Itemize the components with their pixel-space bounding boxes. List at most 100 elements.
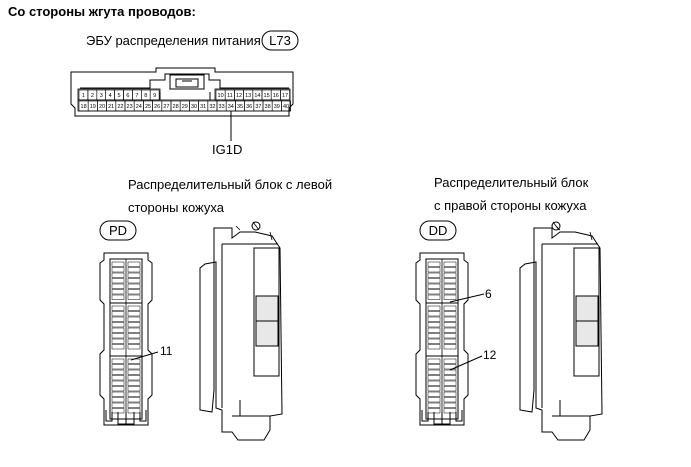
terminal-cell	[443, 402, 457, 408]
terminal-cell	[111, 338, 125, 344]
terminal-cell	[427, 391, 441, 397]
dd-callout-leader-12	[449, 355, 483, 371]
pd-badge-text: PD	[109, 223, 127, 238]
terminal-cell	[427, 364, 441, 370]
l73-pin-number: 25	[145, 104, 151, 110]
terminal-cell	[127, 316, 141, 322]
terminal-cell	[111, 375, 125, 381]
ig1d-callout-label: IG1D	[212, 142, 243, 157]
left-callout-11: 11	[160, 344, 173, 358]
dd-badge-text: DD	[429, 223, 448, 238]
terminal-cell	[127, 391, 141, 397]
terminal-cell	[111, 364, 125, 370]
terminal-cell	[111, 322, 125, 328]
terminal-cell	[443, 322, 457, 328]
terminal-cell	[111, 397, 125, 403]
dd-block-side-view	[519, 221, 603, 441]
terminal-cell	[427, 327, 441, 333]
terminal-cell	[427, 397, 441, 403]
terminal-cell	[443, 338, 457, 344]
right-block-title-line1: Распределительный блок	[434, 175, 589, 190]
right-block-title-line2: с правой стороны кожуха	[434, 198, 587, 213]
terminal-cell	[127, 369, 141, 375]
terminal-cell	[443, 261, 457, 267]
l73-pin-number: 9	[153, 93, 156, 99]
terminal-cell	[427, 338, 441, 344]
pd-connector-badge: PD	[99, 220, 137, 241]
pd-callout-leader	[130, 351, 159, 361]
terminal-cell	[427, 358, 441, 364]
l73-pin-number: 21	[108, 104, 114, 110]
right-callout-6: 6	[485, 287, 492, 301]
terminal-cell	[427, 289, 441, 295]
l73-pin-number: 7	[135, 93, 138, 99]
l73-pin-number: 18	[81, 104, 87, 110]
l73-pin-number: 5	[118, 93, 121, 99]
terminal-cell	[127, 358, 141, 364]
pd-terminal-cells	[111, 261, 141, 414]
l73-pin-number: 14	[254, 93, 260, 99]
pd-connector-front-view	[99, 252, 159, 426]
l73-pin-number: 32	[209, 104, 215, 110]
terminal-cell	[127, 272, 141, 278]
l73-pin-number: 17	[282, 93, 288, 99]
l73-pin-number: 39	[274, 104, 280, 110]
terminal-cell	[427, 305, 441, 311]
terminal-cell	[127, 386, 141, 392]
l73-pin-cell	[149, 89, 160, 101]
right-callout-12: 12	[483, 348, 497, 362]
terminal-cell	[427, 380, 441, 386]
terminal-cell	[111, 261, 125, 267]
terminal-cell	[427, 369, 441, 375]
terminal-cell	[427, 402, 441, 408]
top-connector-title: ЭБУ распределения питания	[86, 33, 261, 48]
l73-pin-number: 22	[117, 104, 123, 110]
terminal-cell	[111, 358, 125, 364]
l73-pin-number: 38	[265, 104, 271, 110]
terminal-cell	[111, 311, 125, 317]
l73-connector-badge: L73	[261, 30, 299, 51]
terminal-cell	[111, 305, 125, 311]
terminal-cell	[111, 278, 125, 284]
l73-pin-number: 8	[144, 93, 147, 99]
terminal-cell	[443, 272, 457, 278]
terminal-cell	[427, 322, 441, 328]
terminal-cell	[443, 316, 457, 322]
l73-pin-number: 28	[173, 104, 179, 110]
terminal-cell	[427, 283, 441, 289]
l73-pin-number: 35	[237, 104, 243, 110]
terminal-cell	[111, 380, 125, 386]
terminal-cell	[427, 261, 441, 267]
terminal-cell	[127, 333, 141, 339]
terminal-cell	[127, 338, 141, 344]
terminal-cell	[443, 364, 457, 370]
terminal-cell	[443, 289, 457, 295]
terminal-cell	[443, 278, 457, 284]
terminal-cell	[111, 267, 125, 273]
terminal-cell	[443, 375, 457, 381]
terminal-cell	[443, 358, 457, 364]
terminal-cell	[127, 311, 141, 317]
terminal-cell	[111, 289, 125, 295]
l73-pin-number: 10	[218, 93, 224, 99]
terminal-cell	[111, 327, 125, 333]
terminal-cell	[111, 283, 125, 289]
terminal-cell	[443, 397, 457, 403]
terminal-cell	[443, 283, 457, 289]
terminal-cell	[443, 380, 457, 386]
terminal-cell	[127, 364, 141, 370]
terminal-cell	[111, 272, 125, 278]
l73-pin-number: 40	[283, 104, 289, 110]
terminal-cell	[111, 391, 125, 397]
dd-terminal-cells	[427, 261, 457, 414]
l73-pin-number: 23	[127, 104, 133, 110]
l73-pin-number: 20	[99, 104, 105, 110]
l73-pin-number: 13	[245, 93, 251, 99]
terminal-cell	[443, 327, 457, 333]
terminal-cell	[111, 294, 125, 300]
terminal-cell	[111, 402, 125, 408]
l73-pin-number: 37	[255, 104, 261, 110]
